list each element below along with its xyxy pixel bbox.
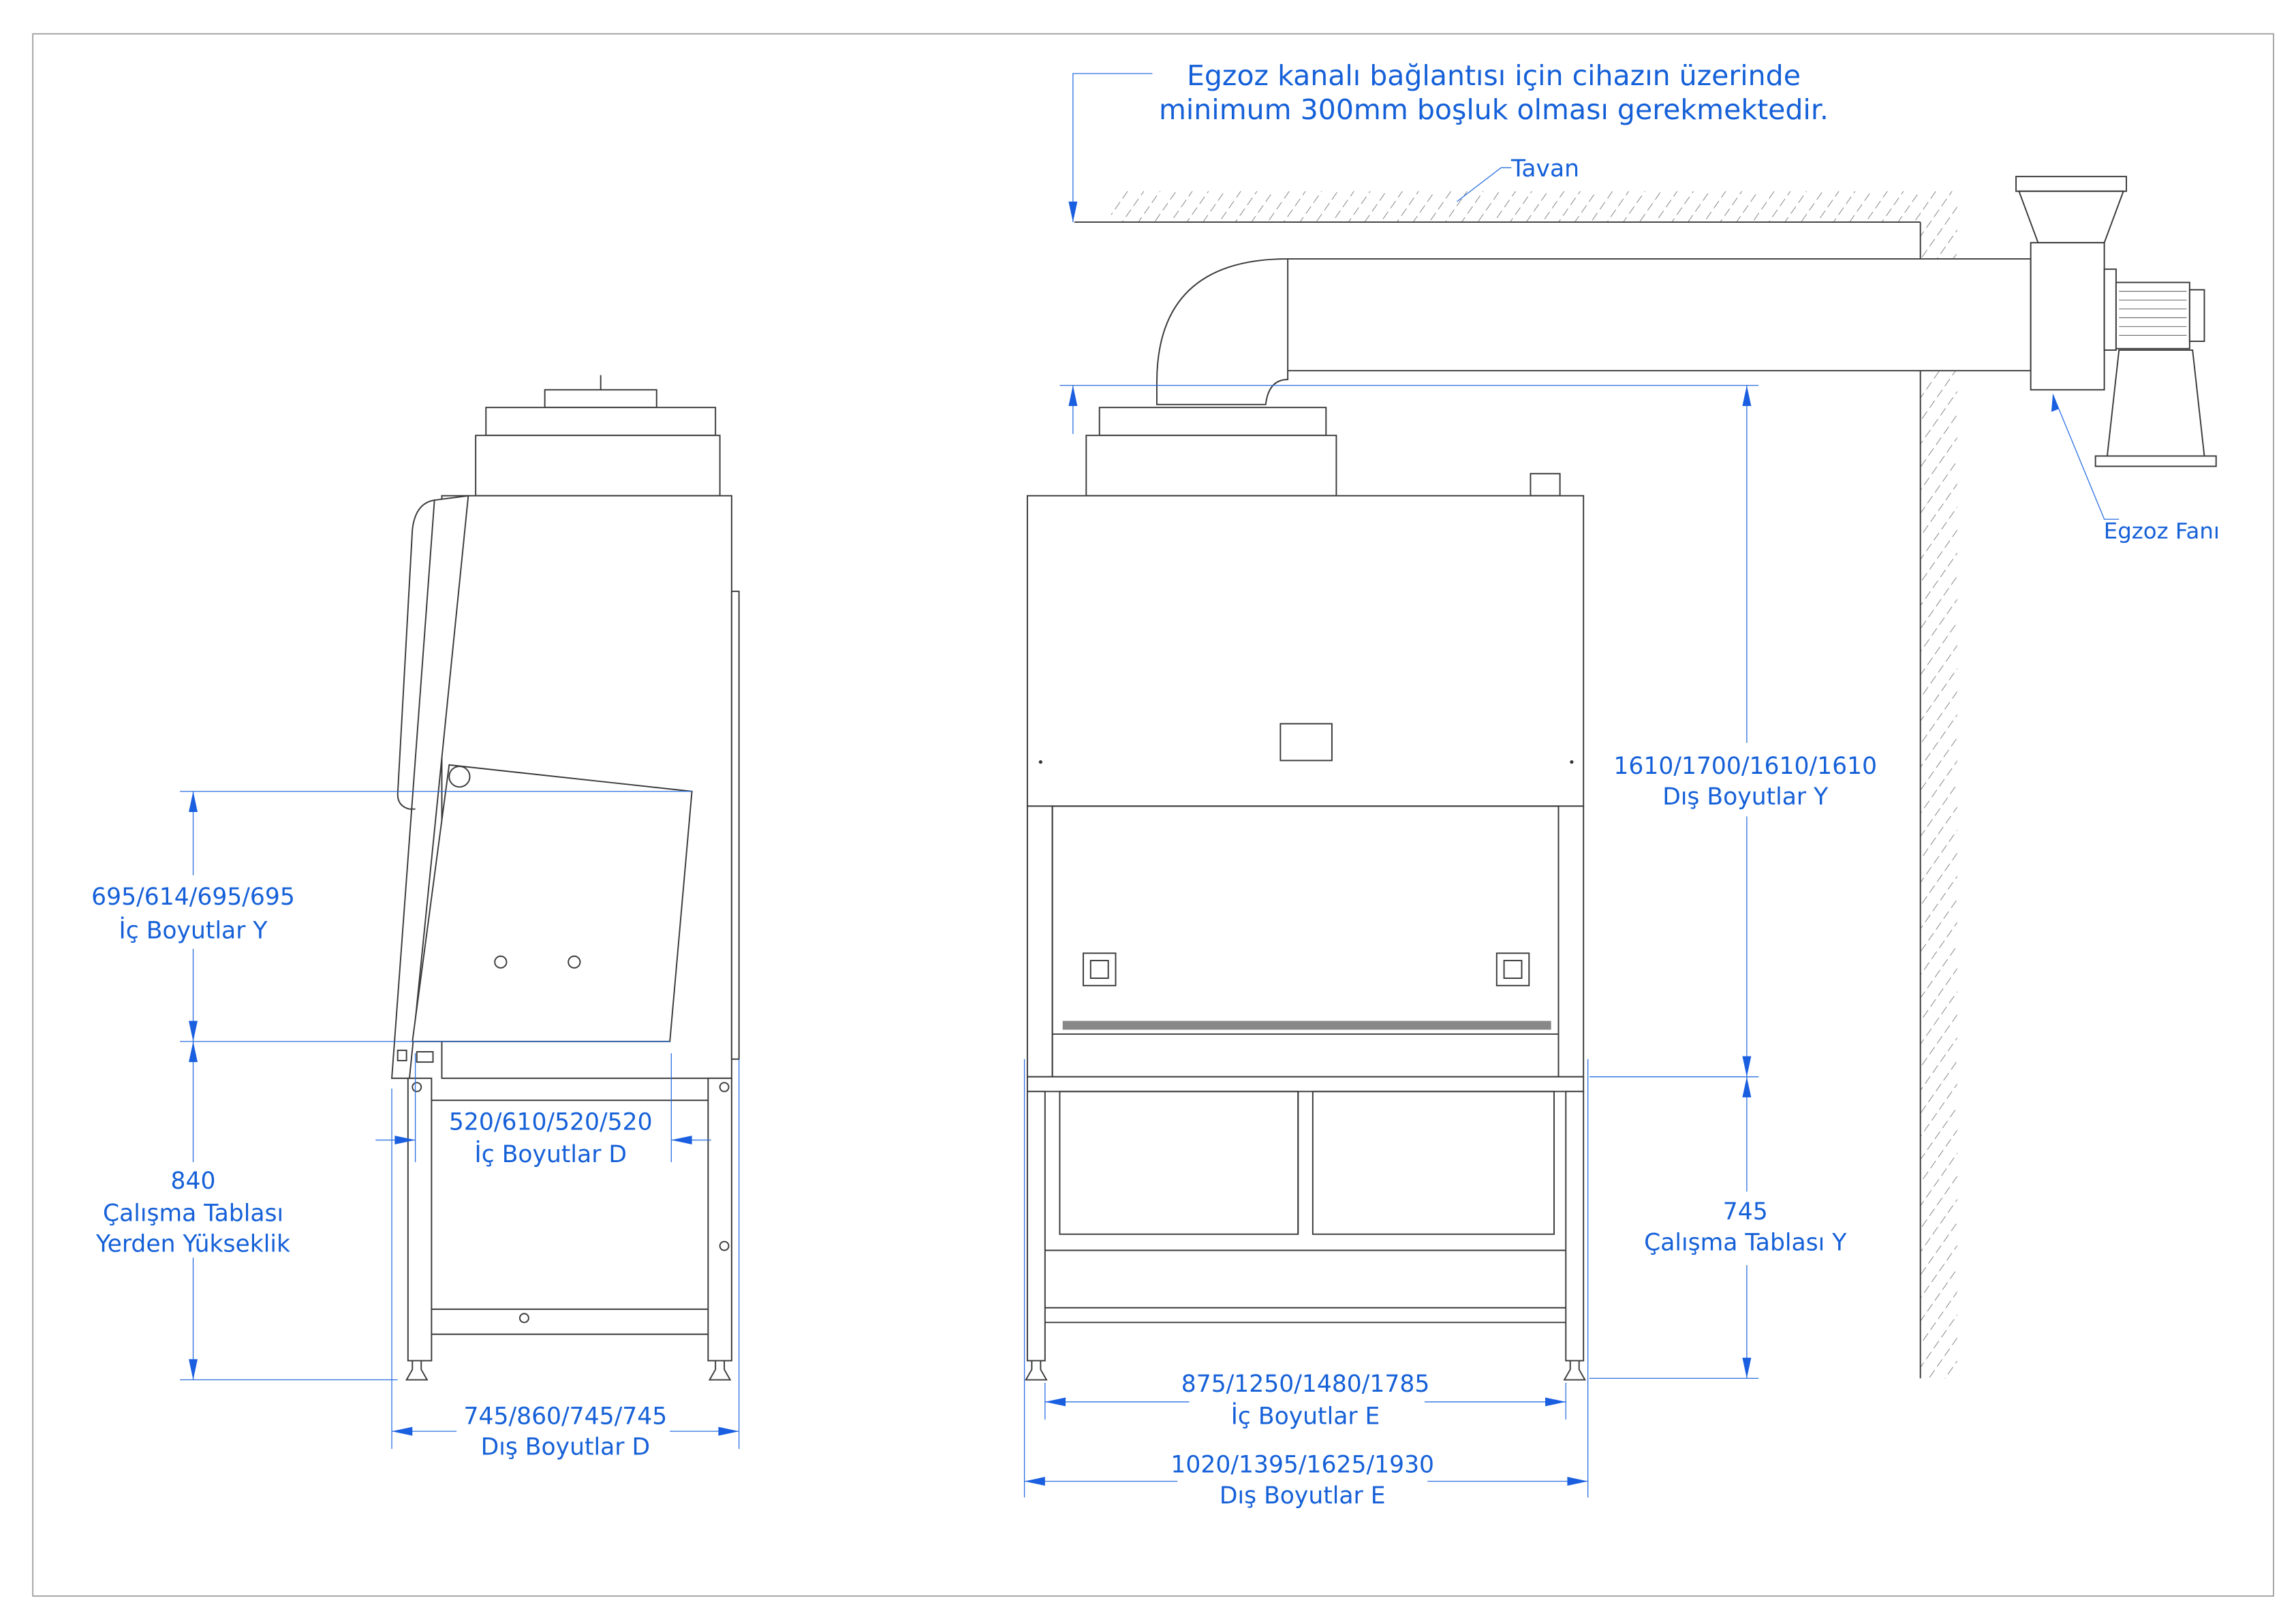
exhaust-note-line-1: Egzoz kanalı bağlantısı için cihazın üze… (1187, 59, 1801, 92)
exhaust-duct (1155, 258, 2032, 405)
inner-d-value: 520/610/520/520 (449, 1108, 653, 1136)
outer-e-label: Dış Boyutlar E (1220, 1482, 1386, 1510)
work-height-label-2: Yerden Yükseklik (95, 1231, 290, 1258)
exhaust-note-line-2: minimum 300mm boşluk olması gerekmektedi… (1159, 93, 1829, 126)
outer-y-label: Dış Boyutlar Y (1662, 783, 1829, 811)
outer-d-label: Dış Boyutlar D (481, 1434, 650, 1461)
inner-d-label: İç Boyutlar D (475, 1141, 627, 1168)
inner-y-value: 695/614/695/695 (91, 884, 295, 911)
front-dimensions (1023, 73, 2120, 1498)
drawing-frame (32, 33, 2274, 1597)
outer-d-value: 745/860/745/745 (464, 1403, 668, 1430)
side-dimensions (180, 791, 740, 1450)
ceiling-and-wall (1074, 191, 1957, 1379)
table-y-value: 745 (1723, 1198, 1768, 1225)
outer-e-value: 1020/1395/1625/1930 (1170, 1452, 1434, 1479)
table-y-label: Çalışma Tablası Y (1644, 1230, 1847, 1257)
exhaust-fan (2015, 176, 2217, 467)
work-height-label-1: Çalışma Tablası (103, 1200, 283, 1227)
work-height-value: 840 (171, 1168, 216, 1195)
outer-y-value: 1610/1700/1610/1610 (1613, 753, 1877, 780)
front-view-cabinet (1025, 407, 1587, 1381)
exhaust-fan-label: Egzoz Fanı (2104, 518, 2220, 544)
side-view-cabinet (391, 375, 740, 1381)
inner-e-label: İç Boyutlar E (1231, 1403, 1380, 1430)
inner-y-label: İç Boyutlar Y (119, 918, 268, 945)
inner-e-value: 875/1250/1480/1785 (1181, 1371, 1430, 1398)
ceiling-label: Tavan (1510, 155, 1579, 183)
